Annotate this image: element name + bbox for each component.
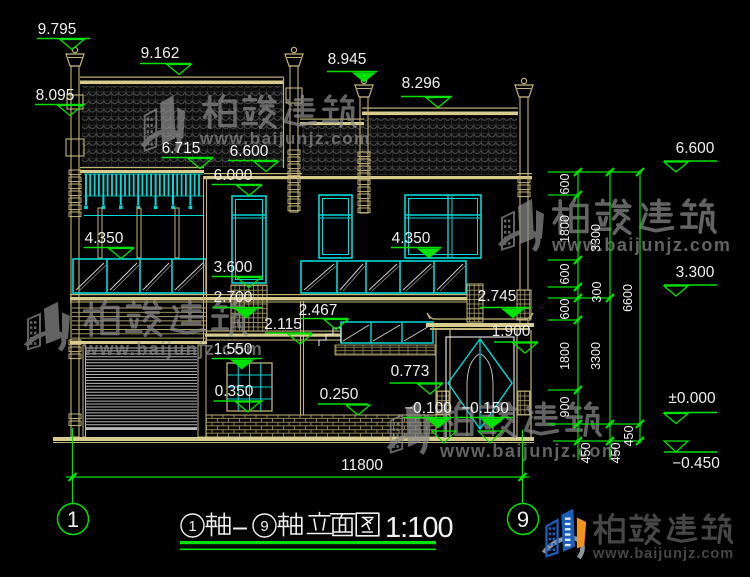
- svg-text:1:100: 1:100: [385, 512, 453, 544]
- svg-text:www.baijunjz.com: www.baijunjz.com: [439, 441, 619, 461]
- svg-text:600: 600: [558, 264, 572, 285]
- svg-text:−0.100: −0.100: [404, 400, 452, 417]
- svg-text:0.773: 0.773: [391, 363, 430, 380]
- svg-text:1.550: 1.550: [214, 341, 253, 358]
- svg-text:1800: 1800: [558, 215, 572, 243]
- svg-text:2.745: 2.745: [478, 288, 517, 305]
- svg-text:3.600: 3.600: [214, 259, 253, 276]
- svg-text:2.115: 2.115: [264, 316, 302, 333]
- svg-text:600: 600: [558, 174, 572, 195]
- svg-text:4.350: 4.350: [85, 230, 124, 247]
- svg-text:2.700: 2.700: [214, 289, 253, 306]
- svg-text:8.945: 8.945: [328, 51, 367, 68]
- svg-text:1: 1: [67, 507, 79, 532]
- svg-text:−0.150: −0.150: [461, 400, 509, 417]
- svg-text:4.350: 4.350: [392, 230, 431, 247]
- svg-text:6600: 6600: [621, 284, 635, 312]
- svg-text:9.162: 9.162: [141, 45, 180, 62]
- svg-text:±0.000: ±0.000: [668, 390, 716, 407]
- svg-text:−0.450: −0.450: [672, 455, 720, 472]
- svg-text:www.baijunjz.com: www.baijunjz.com: [199, 129, 371, 148]
- svg-text:3.300: 3.300: [676, 264, 715, 281]
- svg-text:1.900: 1.900: [492, 323, 531, 340]
- svg-text:6.600: 6.600: [230, 143, 269, 160]
- svg-text:450: 450: [609, 443, 623, 464]
- svg-text:0.350: 0.350: [215, 383, 254, 400]
- svg-text:3300: 3300: [589, 342, 603, 370]
- svg-text:6.715: 6.715: [162, 140, 201, 157]
- svg-text:3300: 3300: [589, 224, 603, 252]
- svg-text:8.095: 8.095: [36, 87, 75, 104]
- svg-text:www.baijunjz.com: www.baijunjz.com: [592, 546, 734, 562]
- svg-text:6.000: 6.000: [214, 167, 253, 184]
- svg-text:1800: 1800: [558, 342, 572, 370]
- svg-text:0.250: 0.250: [320, 386, 359, 403]
- svg-text:2.467: 2.467: [299, 302, 338, 319]
- svg-text:9: 9: [517, 507, 529, 532]
- svg-text:8.296: 8.296: [402, 75, 441, 92]
- svg-text:www.baijunjz.com: www.baijunjz.com: [83, 339, 263, 359]
- svg-text:900: 900: [558, 397, 572, 418]
- svg-text:9.795: 9.795: [38, 21, 77, 38]
- svg-text:11800: 11800: [341, 457, 383, 474]
- svg-text:6.600: 6.600: [676, 140, 715, 157]
- svg-text:300: 300: [590, 282, 604, 303]
- svg-text:450: 450: [579, 443, 593, 464]
- svg-text:600: 600: [558, 299, 572, 320]
- svg-text:9: 9: [260, 518, 268, 535]
- svg-text:1: 1: [188, 518, 196, 535]
- svg-text:450: 450: [622, 426, 636, 447]
